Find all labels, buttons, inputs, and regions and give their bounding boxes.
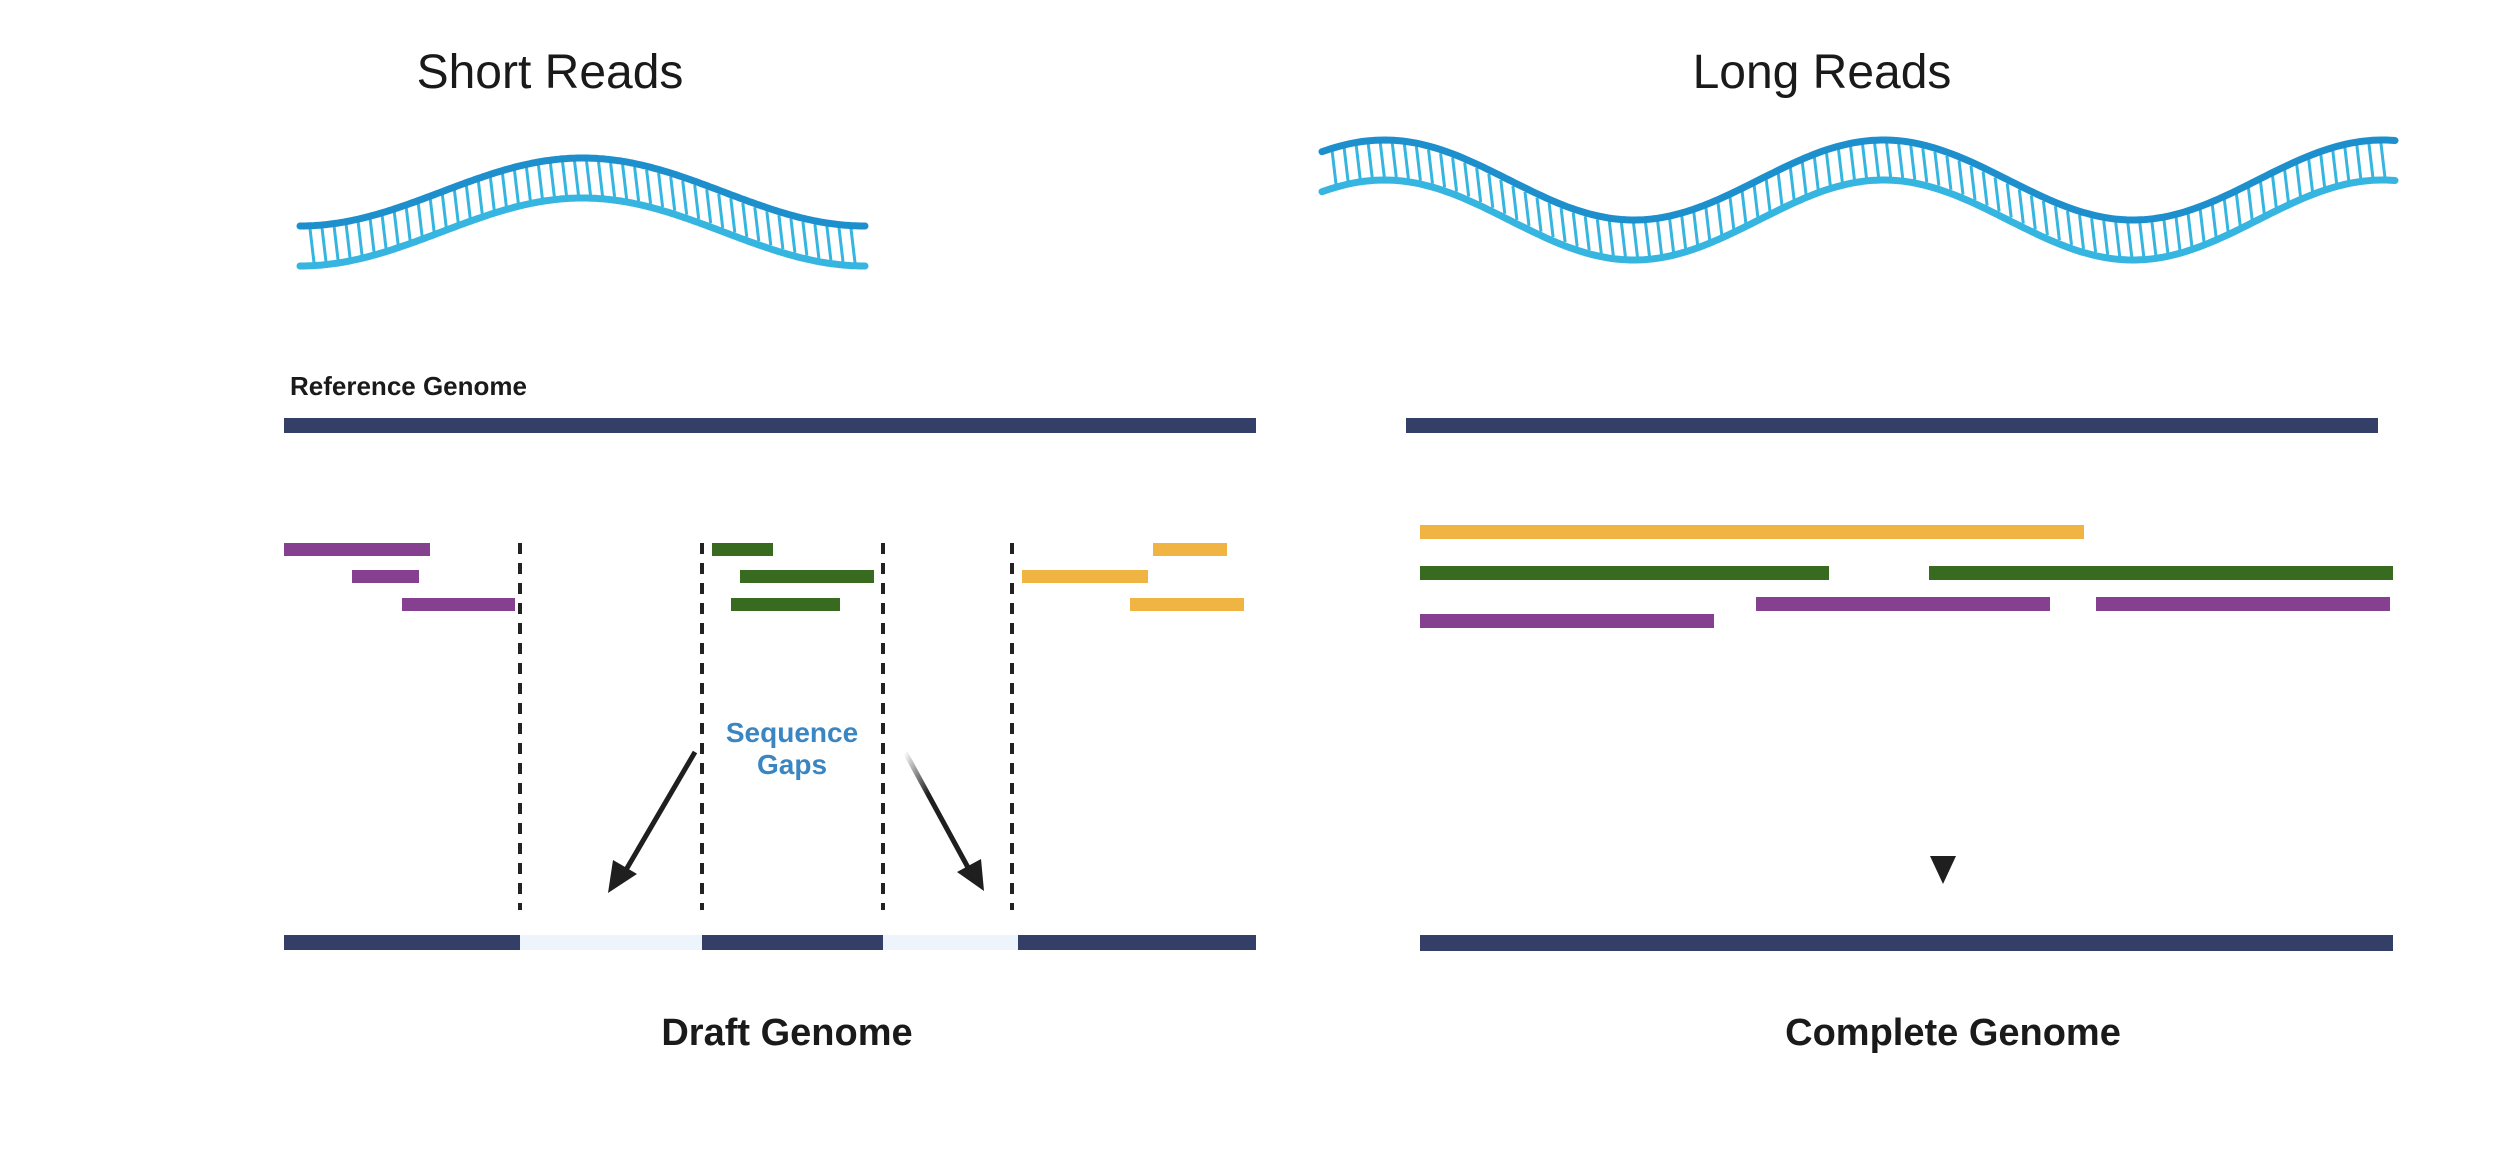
complete-genome-label: Complete Genome [1785,1012,2121,1054]
assembly-down-arrow-icon [1930,728,1956,884]
long-read-green [1929,566,2393,580]
long-read-yellow [1420,525,2084,539]
short-dna-icon [296,154,869,270]
short-read-purple [402,598,515,611]
short-read-green [712,543,773,556]
short-read-yellow [1153,543,1227,556]
arrow-to-gap-left-icon [608,750,698,893]
short-read-green [740,570,874,583]
draft-genome-segment [702,935,883,950]
sequence-gaps-label-line2: Gaps [757,749,827,780]
dna-rungs [308,160,857,263]
reference-genome-bar [284,418,1256,433]
short-read-green [731,598,840,611]
draft-genome-segment [1018,935,1256,950]
arrow-to-gap-right-icon [902,750,984,891]
draft-genome-label: Draft Genome [661,1012,912,1054]
long-reads-title: Long Reads [1693,46,1952,99]
dna-backbone-bottom [1318,176,2399,264]
long-read-purple [2096,597,2390,611]
draft-genome-gap [520,935,702,950]
short-reads-group [284,543,1244,611]
dna-backbone-top [1318,136,2399,224]
short-read-purple [352,570,419,583]
reference-genome-label: Reference Genome [290,371,527,401]
dna-backbone-bottom [296,194,869,270]
draft-genome-segment [284,935,520,950]
dna-rungs [1330,142,2387,258]
draft-genome-gap [883,935,1018,950]
reference-genome-bar-right [1406,418,2378,433]
draft-genome-bar [284,935,1256,950]
complete-genome-bar [1420,935,2393,951]
short-read-yellow [1022,570,1148,583]
short-read-yellow [1130,598,1244,611]
long-read-green [1420,566,1829,580]
long-read-purple [1420,614,1714,628]
sequence-gaps-label-line1: Sequence [726,717,858,748]
dna-backbone-top [296,154,869,230]
long-dna-icon [1318,136,2399,264]
long-read-purple [1756,597,2050,611]
short-reads-title: Short Reads [417,46,684,99]
long-reads-group [1420,525,2393,628]
gap-boundaries [518,543,1014,910]
short-read-purple [284,543,430,556]
